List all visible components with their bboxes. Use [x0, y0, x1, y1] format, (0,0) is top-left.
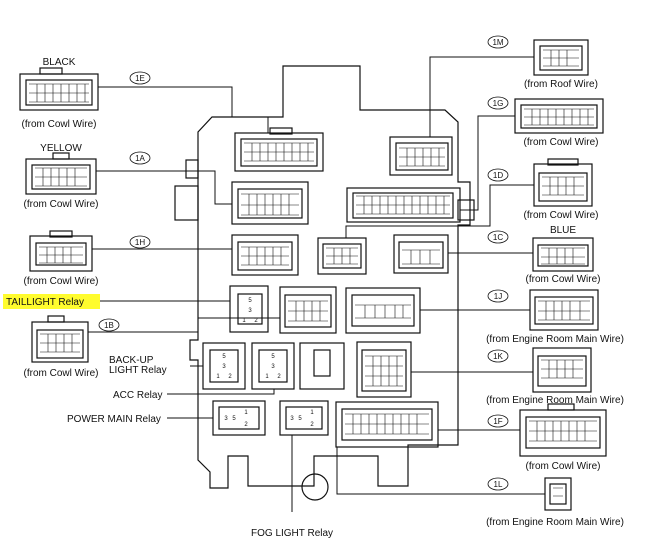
connector-1E-socket	[234, 127, 324, 172]
wire-connector-yellow	[25, 152, 97, 195]
tag-1F: 1F	[493, 417, 502, 426]
tag-1M: 1M	[492, 38, 503, 47]
fog-pin-2: 2	[310, 422, 314, 428]
wire-connector-1L	[544, 477, 572, 511]
label-from-cowl-8: (from Cowl Wire)	[526, 461, 601, 472]
label-fog-light-relay: FOG LIGHT Relay	[251, 528, 333, 539]
label-from-roof: (from Roof Wire)	[524, 79, 598, 90]
backup-pin-2: 2	[228, 374, 232, 380]
wire-connector-1M	[533, 39, 589, 76]
label-from-engine-3: (from Engine Room Main Wire)	[486, 517, 624, 528]
connector-mid-socket	[317, 237, 367, 275]
label-from-cowl-3: (from Cowl Wire)	[24, 276, 99, 287]
fog-pin-1: 1	[310, 410, 314, 416]
acc-relay	[251, 342, 295, 390]
tag-1J: 1J	[494, 292, 502, 301]
taillight-highlight	[3, 294, 100, 309]
acc-pin-1: 1	[265, 374, 269, 380]
tag-1D: 1D	[493, 171, 503, 180]
connector-1D-socket	[346, 187, 461, 223]
taillight-relay	[229, 285, 269, 333]
fog-pin-3: 3	[290, 416, 294, 422]
tag-1G: 1G	[493, 99, 504, 108]
connector-1C-socket	[393, 234, 449, 274]
tag-1E: 1E	[135, 74, 145, 83]
wire-connector-1H	[29, 230, 93, 272]
leader-lines	[88, 56, 545, 512]
connector-1M-socket	[389, 136, 453, 176]
label-backup-2: LIGHT Relay	[109, 365, 167, 376]
wire-connector-1K	[532, 347, 592, 393]
wire-connector-1G	[514, 98, 604, 134]
backup-pin-1: 1	[216, 374, 220, 380]
backup-pin-3: 3	[222, 364, 226, 370]
power-main-relay	[212, 400, 266, 436]
pin-grids	[29, 49, 597, 497]
backup-pin-5: 5	[222, 354, 226, 360]
power-main-pin-3: 3	[224, 416, 228, 422]
tag-1H: 1H	[135, 238, 145, 247]
wire-connector-1J	[529, 289, 599, 331]
mount-hole	[301, 473, 329, 501]
taillight-pin-1: 1	[242, 318, 246, 324]
connector-small-socket	[299, 342, 345, 390]
acc-pin-2: 2	[277, 374, 281, 380]
label-blue: BLUE	[550, 225, 576, 236]
connector-1H-socket	[231, 234, 299, 276]
fog-light-relay	[279, 400, 329, 436]
label-from-engine-1: (from Engine Room Main Wire)	[486, 334, 624, 345]
junction-block-outline	[189, 65, 471, 489]
tag-1B: 1B	[104, 321, 114, 330]
connector-1F-socket	[335, 401, 439, 448]
power-main-pin-1: 1	[244, 410, 248, 416]
taillight-pin-2: 2	[254, 318, 258, 324]
power-main-pin-2: 2	[244, 422, 248, 428]
power-main-pin-5: 5	[232, 416, 236, 422]
tag-1K: 1K	[493, 352, 503, 361]
label-backup-1: BACK-UP	[109, 355, 154, 366]
tag-1C: 1C	[493, 233, 503, 242]
connector-1K-socket	[356, 341, 412, 398]
label-from-cowl-2: (from Cowl Wire)	[24, 199, 99, 210]
acc-pin-5: 5	[271, 354, 275, 360]
wire-connector-1F	[519, 403, 607, 457]
wire-connector-1D	[533, 158, 593, 207]
label-taillight-relay: TAILLIGHT Relay	[6, 297, 84, 308]
fog-pin-5: 5	[298, 416, 302, 422]
wire-connector-black	[19, 67, 99, 111]
taillight-pin-5: 5	[248, 298, 252, 304]
label-from-engine-2: (from Engine Room Main Wire)	[486, 395, 624, 406]
wire-connector-1B	[31, 315, 89, 363]
tag-1L: 1L	[494, 480, 503, 489]
label-power-main-relay: POWER MAIN Relay	[67, 414, 161, 425]
taillight-pin-3: 3	[248, 308, 252, 314]
label-from-cowl-6: (from Cowl Wire)	[524, 210, 599, 221]
wire-connector-blue	[532, 237, 594, 272]
label-black: BLACK	[43, 57, 76, 68]
connector-1B-socket	[279, 286, 337, 334]
label-acc-relay: ACC Relay	[113, 390, 162, 401]
label-from-cowl-7: (from Cowl Wire)	[526, 274, 601, 285]
acc-pin-3: 3	[271, 364, 275, 370]
label-from-cowl-5: (from Cowl Wire)	[524, 137, 599, 148]
connector-1A-socket	[231, 181, 309, 225]
label-from-cowl-4: (from Cowl Wire)	[24, 368, 99, 379]
tag-1A: 1A	[135, 154, 145, 163]
label-from-cowl-1: (from Cowl Wire)	[22, 119, 97, 130]
connector-1J-socket	[345, 287, 421, 334]
label-yellow: YELLOW	[40, 143, 82, 154]
